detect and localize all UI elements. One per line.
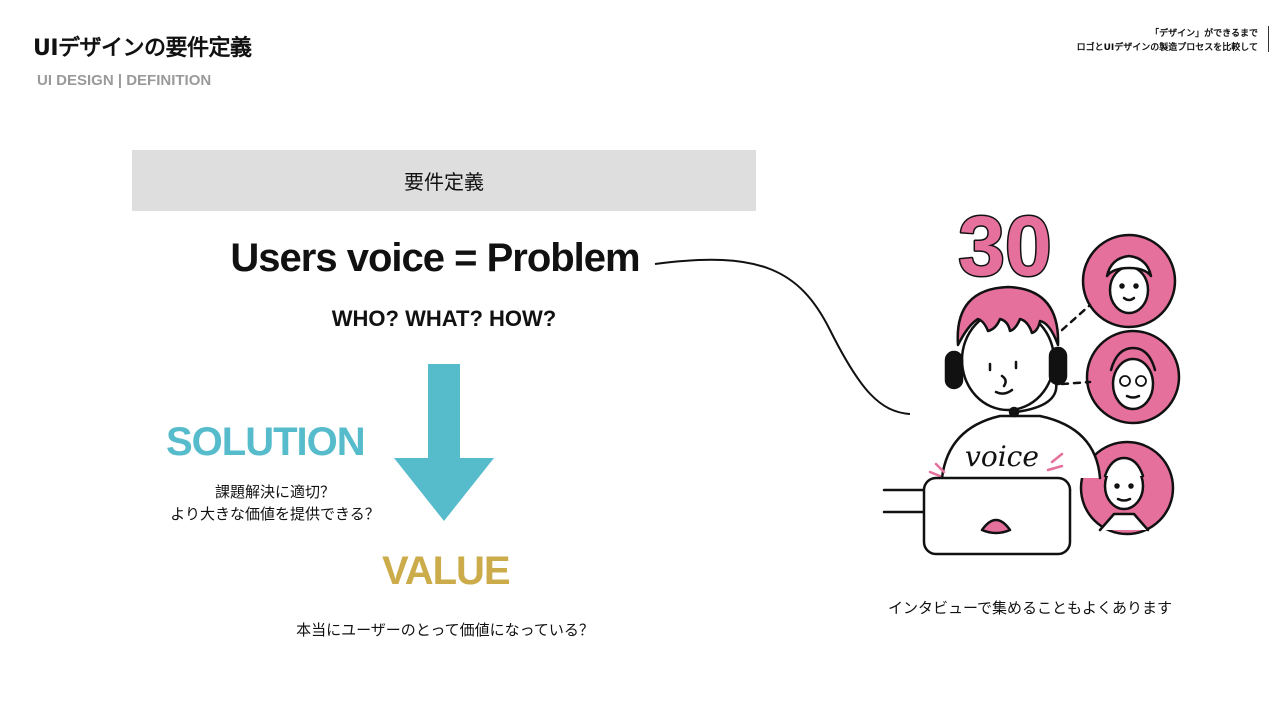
avatar-icon	[1081, 233, 1177, 329]
down-arrow-icon	[394, 364, 494, 521]
questions: WHO? WHAT? HOW?	[331, 306, 557, 331]
section-label: 要件定義	[404, 170, 484, 194]
page-title: UIデザインの要件定義	[33, 36, 252, 61]
avatar-icon	[1085, 329, 1181, 425]
value-description: 本当にユーザーのとって価値になっている？	[296, 621, 594, 639]
avatar-icon	[1079, 440, 1175, 536]
solution-line-1: 課題解決に適切？	[214, 483, 335, 501]
number-30-graphic: 30	[957, 198, 1053, 295]
deck-title-line-2: ロゴとUIデザインの製造プロセスを比較して	[1076, 43, 1258, 53]
shirt-text: voice	[965, 440, 1039, 473]
deck-title-divider	[1268, 26, 1269, 52]
headline: Users voice = Problem	[230, 236, 640, 280]
dashed-connector	[1060, 303, 1092, 332]
solution-description: 課題解決に適切？ より大きな価値を提供できる？	[150, 481, 400, 525]
page-subtitle: UI DESIGN | DEFINITION	[37, 72, 212, 89]
count-number: 30	[958, 199, 1051, 293]
value-label: VALUE	[382, 549, 511, 593]
interview-illustration: 30	[882, 198, 1181, 556]
solution-line-2: より大きな価値を提供できる？	[170, 505, 380, 523]
laptop-graphic	[882, 476, 1072, 556]
section-header-box: 要件定義	[132, 150, 756, 211]
deck-title-line-1: 「デザイン」ができるまで	[1150, 29, 1258, 39]
deck-title: 「デザイン」ができるまで ロゴとUIデザインの製造プロセスを比較して	[1077, 27, 1258, 55]
interviewer-figure: voice	[940, 285, 1102, 480]
connector-line	[654, 258, 911, 415]
solution-label: SOLUTION	[166, 420, 366, 464]
illustration-caption: インタビューで集めることもよくあります	[887, 599, 1173, 617]
dashed-connector	[1060, 380, 1092, 386]
